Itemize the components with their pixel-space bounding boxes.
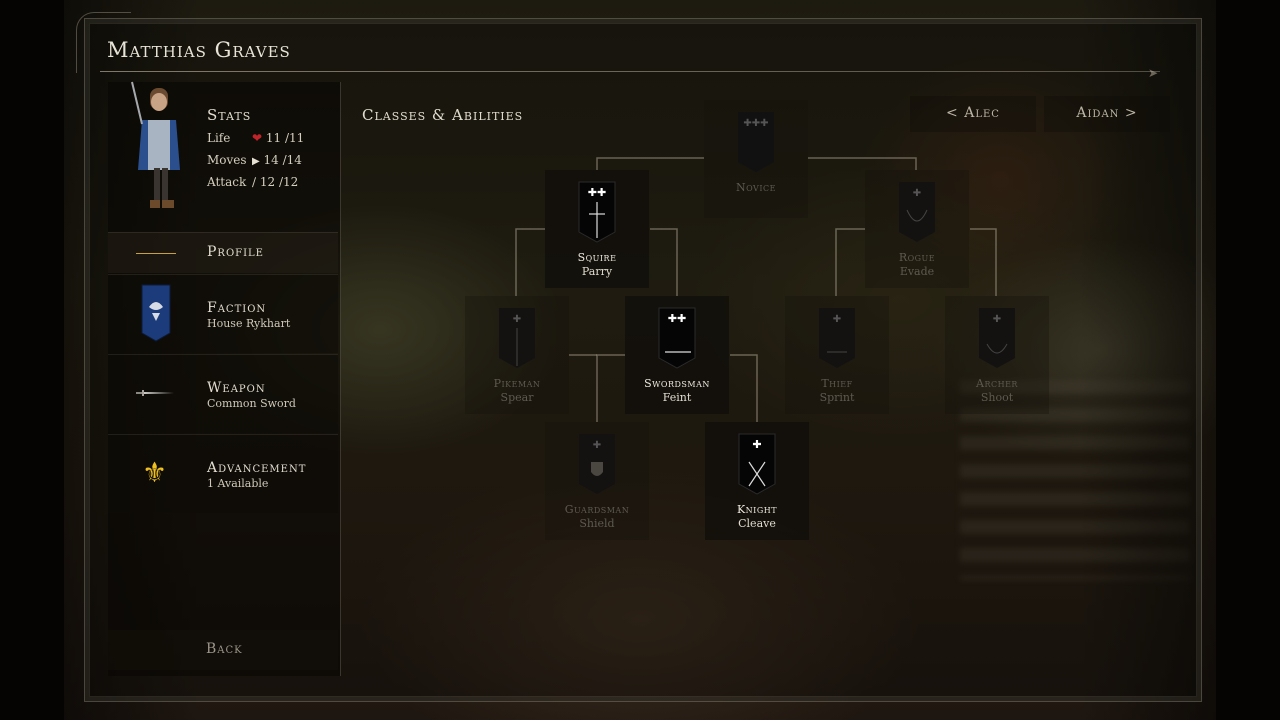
class-ability: Shield	[579, 517, 615, 530]
class-banner-icon: ✚✚	[658, 307, 696, 369]
class-name: Guardsman	[564, 503, 630, 516]
menu-weapon-label: Weapon	[207, 380, 266, 396]
back-button[interactable]: Back	[108, 630, 338, 670]
sword-icon: ∕	[252, 175, 257, 189]
class-name: Pikeman	[493, 377, 541, 390]
class-ability: Shoot	[980, 391, 1014, 404]
profile-line-icon	[136, 253, 176, 254]
class-ability: Evade	[899, 265, 935, 278]
stat-moves-label: Moves	[207, 153, 247, 167]
menu-advancement-label: Advancement	[207, 460, 307, 476]
sword-icon	[136, 390, 174, 396]
class-ability: Parry	[581, 265, 613, 278]
stat-moves: Moves ▶ 14 /14	[207, 153, 302, 167]
stats-title: Stats	[207, 106, 252, 124]
next-character-button[interactable]: Aidan >	[1044, 96, 1170, 132]
class-node-guardsman[interactable]: ✚ Guardsman Shield	[545, 422, 649, 540]
stat-life: Life ❤ 11 /11	[207, 131, 305, 145]
class-banner-icon: ✚	[899, 182, 935, 242]
menu-faction-value: House Rykhart	[207, 317, 291, 330]
stat-attack-max: 12	[283, 175, 299, 189]
corner-ornament	[76, 12, 131, 73]
svg-text:✚: ✚	[913, 188, 921, 199]
class-ability: Cleave	[738, 517, 776, 530]
menu-advancement[interactable]: ⚜ Advancement 1 Available	[108, 434, 338, 513]
character-name: Matthias Graves	[107, 38, 291, 62]
class-ability: Sprint	[819, 391, 855, 404]
heart-icon: ❤	[252, 131, 263, 145]
svg-text:✚: ✚	[833, 314, 841, 325]
stat-life-current: 11	[265, 131, 282, 145]
faction-banner-icon	[141, 284, 171, 342]
class-banner-icon: ✚	[979, 308, 1015, 368]
menu-advancement-value: 1 Available	[207, 477, 269, 490]
class-node-rogue[interactable]: ✚ Rogue Evade	[865, 170, 969, 288]
class-name: Archer	[976, 377, 1018, 390]
svg-text:✚✚✚: ✚✚✚	[743, 118, 768, 129]
menu-weapon-value: Common Sword	[207, 397, 296, 410]
classes-title: Classes & Abilities	[362, 106, 524, 124]
menu-profile-label: Profile	[207, 244, 264, 260]
class-node-pikeman[interactable]: ✚ Pikeman Spear	[465, 296, 569, 414]
stat-life-label: Life	[207, 131, 231, 145]
class-name: Rogue	[898, 251, 936, 264]
class-node-squire[interactable]: ✚✚ Squire Parry	[545, 170, 649, 288]
character-portrait	[131, 81, 180, 208]
class-name: Knight	[736, 503, 778, 516]
stat-attack-current: 12	[259, 175, 276, 189]
class-node-knight[interactable]: ✚ Knight Cleave	[705, 422, 809, 540]
class-node-swordsman[interactable]: ✚✚ Swordsman Feint	[625, 296, 729, 414]
stat-life-max: 11	[289, 131, 305, 145]
class-banner-icon: ✚	[579, 434, 615, 494]
class-node-novice[interactable]: ✚✚✚ Novice	[704, 100, 808, 218]
class-ability: Spear	[500, 391, 534, 404]
class-name: Thief	[821, 377, 853, 390]
title-divider	[100, 71, 1160, 72]
stat-moves-current: 14	[263, 153, 279, 167]
menu-weapon[interactable]: Weapon Common Sword	[108, 354, 338, 433]
svg-text:✚: ✚	[513, 314, 521, 325]
class-name: Squire	[577, 251, 617, 264]
back-label: Back	[206, 641, 243, 657]
class-node-thief[interactable]: ✚ Thief Sprint	[785, 296, 889, 414]
menu-faction-label: Faction	[207, 300, 267, 316]
class-banner-icon: ✚✚	[578, 181, 616, 243]
class-ability: Feint	[662, 391, 692, 404]
class-banner-icon: ✚	[499, 308, 535, 368]
class-name: Novice	[736, 181, 776, 194]
arrow-icon: ▶	[252, 156, 260, 167]
menu-faction[interactable]: Faction House Rykhart	[108, 274, 338, 353]
divider-arrow-icon: ➤	[1148, 66, 1159, 80]
fleur-de-lis-icon: ⚜	[142, 456, 168, 489]
svg-text:✚: ✚	[593, 440, 601, 451]
stat-attack: Attack ∕ 12 /12	[207, 175, 299, 189]
svg-text:✚✚: ✚✚	[588, 186, 606, 199]
class-banner-icon: ✚	[738, 433, 776, 495]
svg-text:✚: ✚	[752, 438, 761, 451]
class-banner-icon: ✚	[819, 308, 855, 368]
svg-text:✚✚: ✚✚	[668, 312, 686, 325]
prev-character-button[interactable]: < Alec	[910, 96, 1036, 132]
class-name: Swordsman	[644, 377, 710, 390]
stat-moves-max: 14	[286, 153, 302, 167]
svg-text:✚: ✚	[993, 314, 1001, 325]
menu-profile[interactable]: Profile	[108, 232, 338, 273]
stat-attack-label: Attack	[207, 175, 247, 189]
class-node-archer[interactable]: ✚ Archer Shoot	[945, 296, 1049, 414]
class-banner-icon: ✚✚✚	[738, 112, 774, 172]
